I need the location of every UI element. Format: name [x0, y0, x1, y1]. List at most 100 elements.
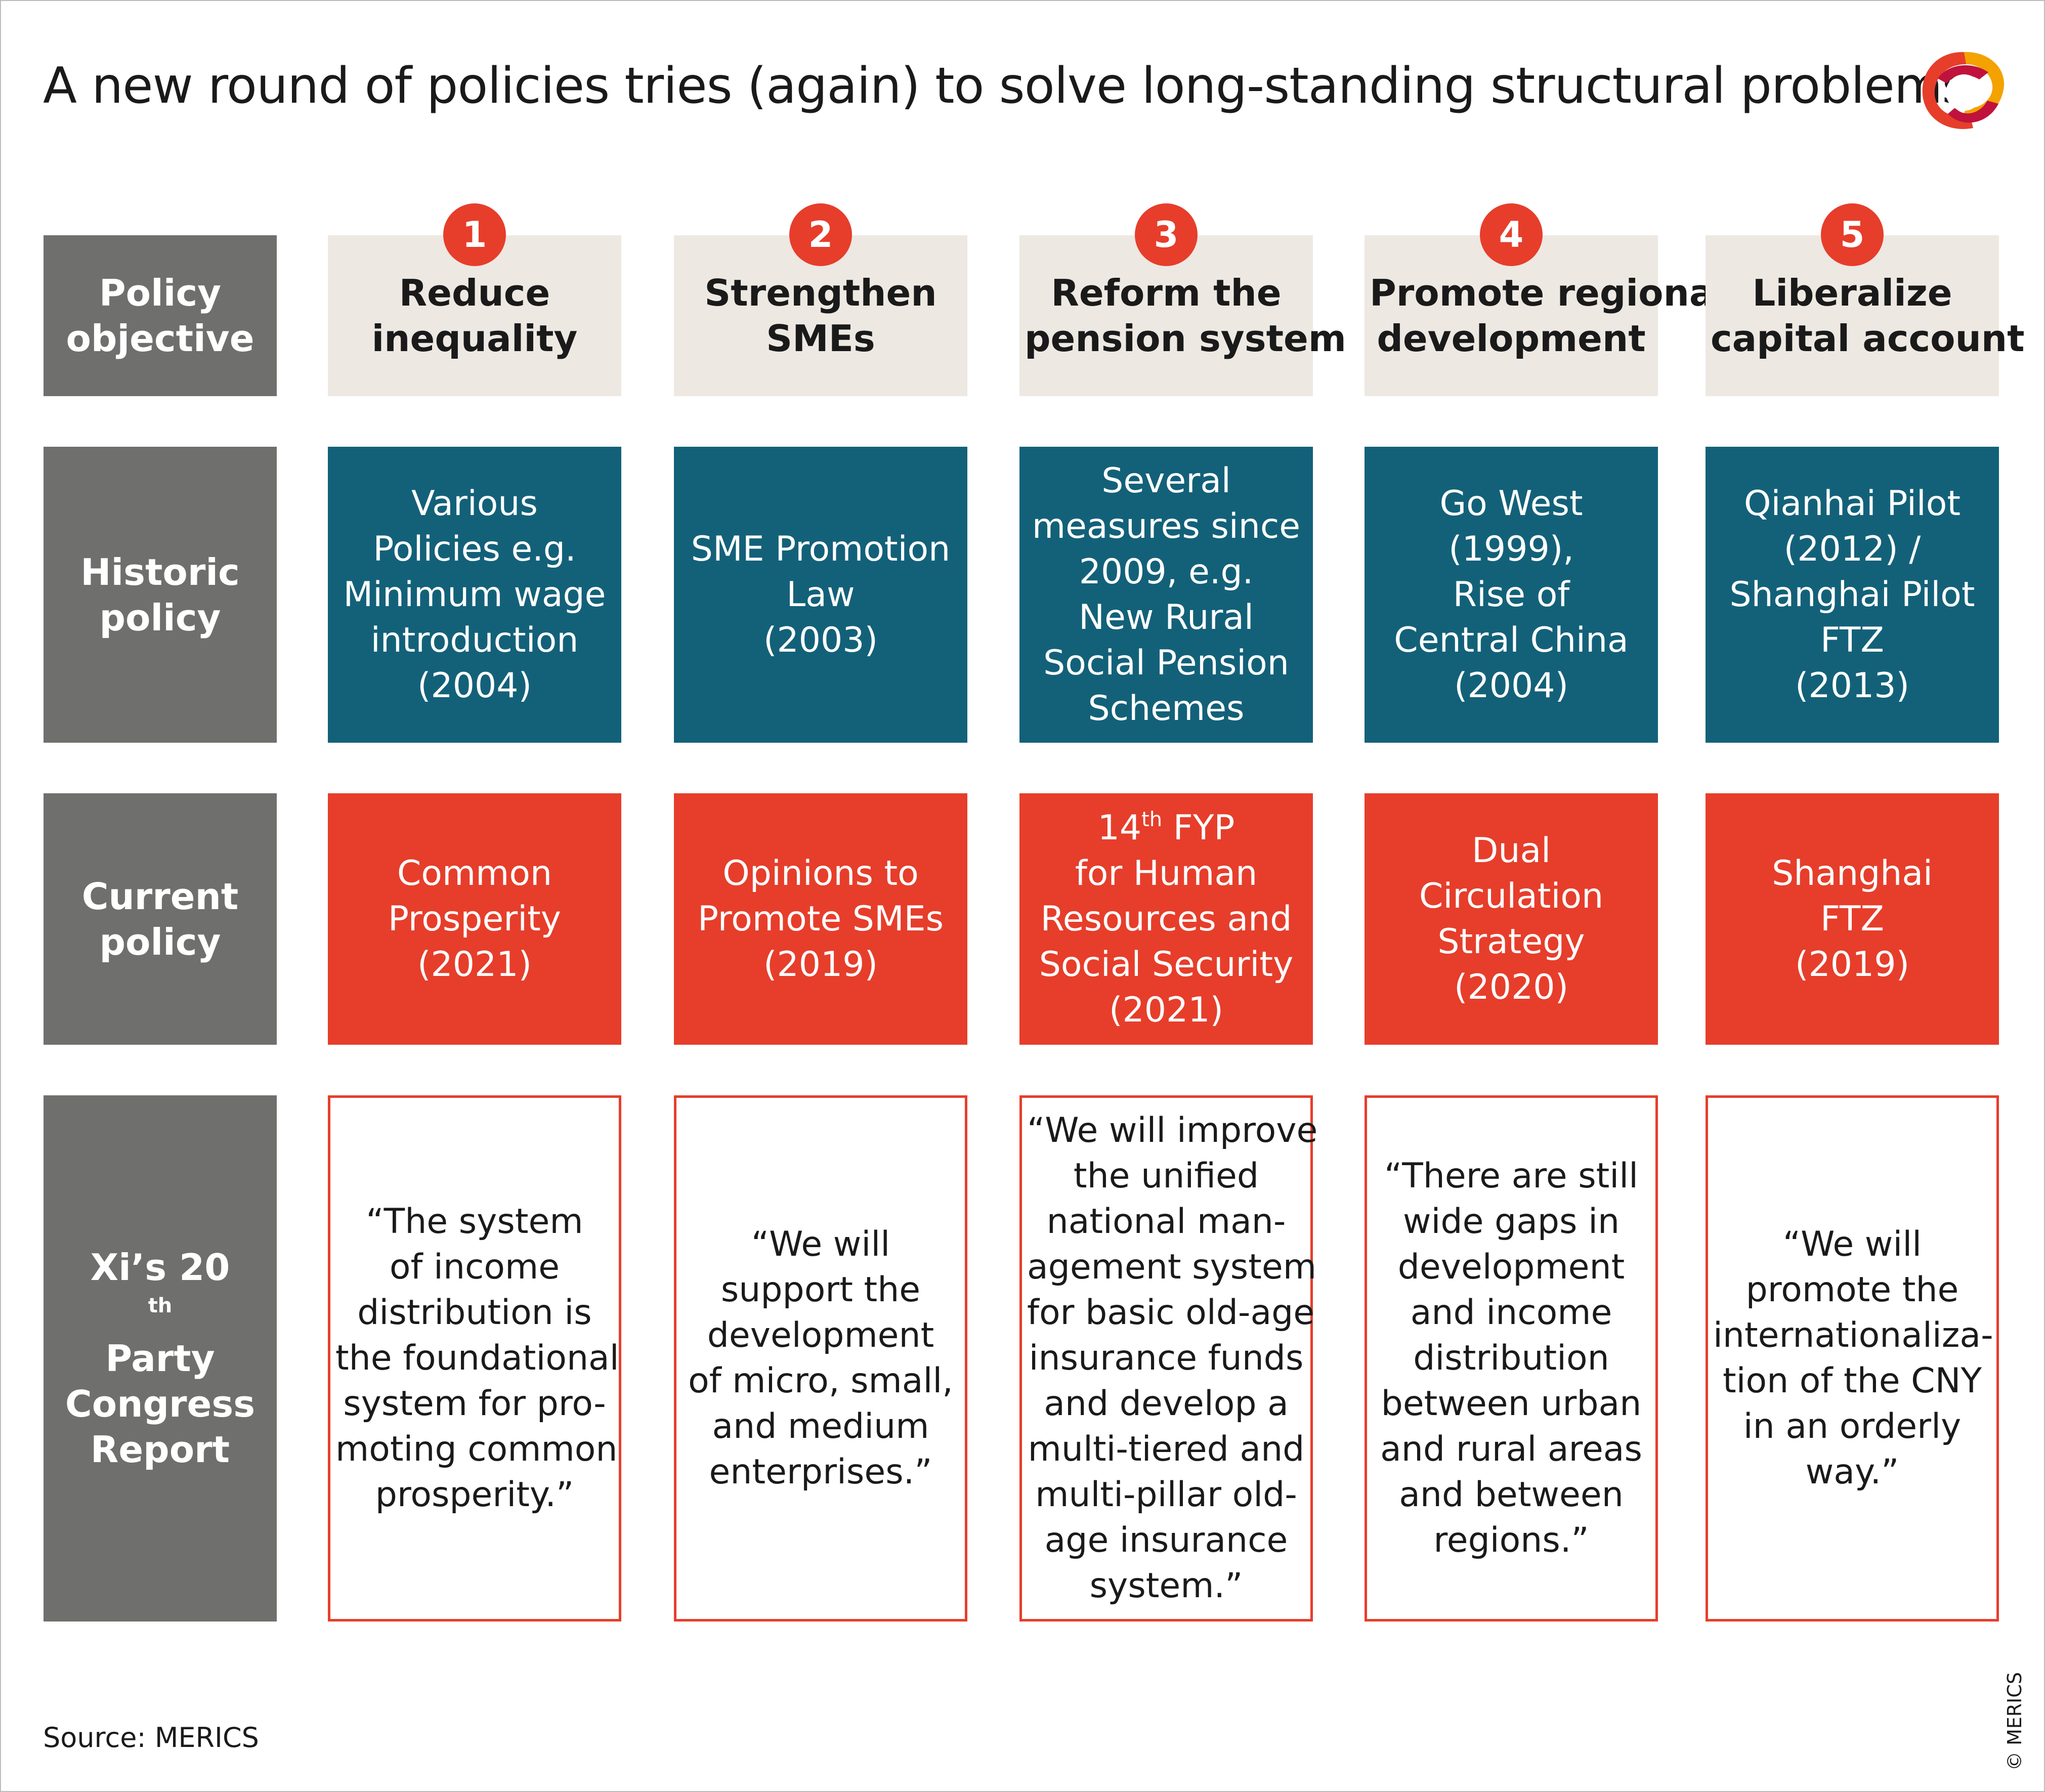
congress-report-quote-cell-line: age insurance	[1044, 1520, 1288, 1560]
congress-report-quote-cell-line: multi-pillar old-	[1035, 1475, 1297, 1515]
row-label-line: Policy	[99, 272, 222, 314]
row-label-policy-objective: Policy objective	[44, 235, 277, 396]
congress-report-quote-cell-line: national man-	[1046, 1202, 1286, 1242]
historic-policy-cell-line: (2012) /	[1783, 529, 1921, 569]
congress-report-quote-cell-line: wide gaps in	[1402, 1202, 1620, 1242]
congress-report-quote-cell-line: of income	[389, 1247, 560, 1287]
congress-report-quote-cell-line: of micro, small,	[688, 1361, 953, 1401]
current-policy-cell-line: (2019)	[763, 944, 878, 985]
congress-report-quote-cell-line: system.”	[1089, 1566, 1243, 1606]
congress-report-quote-cell-line: and develop a	[1044, 1384, 1289, 1424]
row-label-line: policy	[99, 596, 221, 639]
row-label-line: Historic	[80, 550, 240, 593]
congress-report-quote-cell-line: prosperity.”	[375, 1475, 574, 1515]
policy-objective-cell-line: inequality	[371, 317, 578, 360]
congress-report-quote-cell-line: distribution	[1413, 1338, 1609, 1378]
current-policy-cell-line: Social Security	[1039, 944, 1294, 985]
objective-number-badge: 4	[1480, 203, 1543, 266]
congress-report-quote-cell: “We will improve the unified national man-…	[1019, 1095, 1318, 1622]
current-policy-cell-line: Promote SMEs	[697, 899, 944, 939]
historic-policy-cell-line: measures since	[1032, 506, 1301, 546]
current-policy-cell-line: Shanghai	[1772, 853, 1933, 893]
objective-number-badge: 5	[1821, 203, 1884, 266]
congress-report-quote-cell-line: insurance funds	[1029, 1338, 1304, 1378]
row-label-line: Congress	[65, 1383, 255, 1425]
historic-policy-cell-line: Schemes	[1088, 688, 1245, 729]
row-label-line: objective	[66, 317, 254, 360]
current-policy-cell-line: Prosperity	[388, 899, 562, 939]
historic-policy-cell-line: (1999),	[1448, 529, 1574, 569]
congress-report-quote-cell-line: for basic old-age	[1027, 1293, 1315, 1333]
current-policy-cell-line: Circulation	[1419, 876, 1604, 916]
congress-report-quote-cell-line: the unified	[1073, 1156, 1259, 1196]
current-policy-cell-line: Strategy	[1437, 921, 1585, 962]
current-policy-cell-line: (2019)	[1795, 944, 1910, 985]
congress-report-quote-cell-line: between urban	[1381, 1384, 1642, 1424]
current-policy-cell-line: Dual	[1471, 830, 1551, 871]
historic-policy-cell-line: Minimum wage	[343, 574, 606, 615]
historic-policy-cell-line: Go West	[1439, 483, 1583, 524]
congress-report-quote-cell-line: “We will	[751, 1224, 890, 1264]
congress-report-quote-cell-line: development	[707, 1315, 934, 1355]
congress-report-quote-cell-line: system for pro-	[343, 1384, 606, 1424]
congress-report-quote-cell-line: “We will improve	[1027, 1111, 1318, 1150]
historic-policy-cell-line: Social Pension	[1043, 643, 1289, 683]
current-policy-cell-line: (2020)	[1454, 967, 1569, 1007]
congress-report-quote-cell-line: support the	[720, 1270, 921, 1310]
congress-report-quote-cell-line: enterprises.”	[709, 1452, 932, 1492]
current-policy-cell-line: 14th FYP	[1097, 807, 1235, 848]
historic-policy-cell-line: Law	[786, 574, 855, 615]
congress-report-quote-cell-line: agement system	[1027, 1247, 1316, 1287]
congress-report-quote-cell-line: the foundational	[335, 1338, 619, 1378]
congress-report-quote-cell-line: “We will	[1782, 1224, 1922, 1264]
historic-policy-cell-line: (2003)	[763, 620, 878, 660]
policy-objective-cell-line: Promote regional	[1370, 272, 1727, 314]
row-label-line: Current	[81, 875, 239, 918]
current-policy-cell-line: (2021)	[417, 944, 532, 985]
merics-logo-icon	[1922, 52, 2005, 130]
objective-number-badge: 2	[789, 203, 852, 266]
historic-policy-cell-line: SME Promotion	[691, 529, 951, 569]
row-label-historic-policy: Historic policy	[44, 447, 277, 743]
row-label-line: policy	[99, 920, 221, 963]
historic-policy-cell-line: FTZ	[1820, 620, 1885, 660]
policy-objective-cell-line: Strengthen	[704, 272, 937, 314]
congress-report-quote-cell-line: tion of the CNY	[1722, 1361, 1982, 1401]
historic-policy-cell-line: (2013)	[1795, 665, 1910, 706]
historic-policy-cell-line: Several	[1101, 460, 1231, 501]
copyright-note: © MERICS	[2004, 1672, 2026, 1771]
congress-report-quote-cell-line: development	[1397, 1247, 1625, 1287]
congress-report-quote-cell-line: and rural areas	[1380, 1429, 1642, 1469]
historic-policy-cell-line: (2004)	[1454, 665, 1569, 706]
congress-report-quote-cell: “We will support the development of micro, …	[674, 1095, 967, 1622]
congress-report-quote-cell-line: regions.”	[1433, 1520, 1589, 1560]
policy-objective-cell-line: SMEs	[766, 317, 875, 360]
congress-report-quote-cell-line: promote the	[1745, 1270, 1959, 1310]
source-note: Source: MERICS	[43, 1722, 259, 1754]
historic-policy-cell-line: New Rural	[1079, 597, 1254, 637]
congress-report-quote-cell-line: “The system	[366, 1202, 583, 1242]
congress-report-quote-cell-line: internationaliza-	[1713, 1315, 1993, 1355]
congress-report-quote-cell-line: way.”	[1805, 1452, 1899, 1492]
current-policy-cell-line: Resources and	[1040, 899, 1292, 939]
historic-policy-cell-line: (2004)	[417, 665, 532, 706]
historic-policy-cell-line: Central China	[1394, 620, 1629, 660]
objective-number-badge: 3	[1135, 203, 1198, 266]
congress-report-quote-cell-line: in an orderly	[1743, 1406, 1962, 1446]
historic-policy-cell-line: Policies e.g.	[373, 529, 576, 569]
